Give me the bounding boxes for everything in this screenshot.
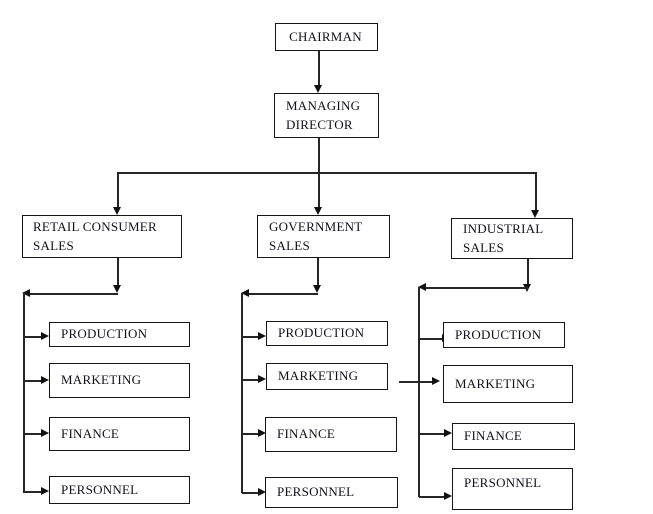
connector-retail-marketing-line: [24, 380, 42, 382]
arrowhead-industrial-personnel-icon: [444, 492, 452, 500]
arrowhead-government-stem-icon: [313, 285, 321, 293]
connector-md-to-splitter-line: [318, 138, 320, 173]
connector-government-finance-line: [242, 433, 258, 435]
connector-government-trunk-line: [241, 293, 243, 493]
node-retail-marketing: MARKETING: [49, 363, 190, 398]
arrowhead-government-marketing-icon: [258, 375, 266, 383]
arrowhead-into-government-icon: [314, 207, 322, 215]
arrowhead-retail-elbow-icon: [22, 289, 30, 297]
connector-retail-personnel-line: [24, 491, 42, 493]
node-industrial-finance: FINANCE: [452, 423, 575, 450]
connector-drop-industrial-line: [535, 172, 537, 210]
node-retail-production: PRODUCTION: [49, 322, 190, 347]
arrowhead-retail-stem-icon: [113, 285, 121, 293]
node-industrial-sales: INDUSTRIAL SALES: [451, 218, 573, 259]
arrowhead-government-finance-icon: [258, 429, 266, 437]
connector-government-elbow-line: [249, 293, 318, 295]
arrowhead-into-retail-icon: [113, 207, 121, 215]
connector-industrial-production-line: [419, 338, 442, 340]
connector-drop-retail-line: [117, 172, 119, 207]
node-retail-finance: FINANCE: [49, 417, 190, 451]
connector-drop-government-line: [318, 173, 320, 207]
node-industrial-production: PRODUCTION: [443, 322, 565, 348]
connector-retail-elbow-line: [30, 293, 118, 295]
connector-government-production-line: [242, 336, 258, 338]
arrowhead-industrial-finance-icon: [444, 429, 452, 437]
arrowhead-industrial-elbow-icon: [418, 283, 426, 291]
connector-retail-stem-line: [117, 258, 119, 285]
connector-industrial-elbow-line: [426, 287, 528, 289]
arrowhead-retail-marketing-icon: [41, 376, 49, 384]
node-industrial-marketing: MARKETING: [443, 365, 573, 403]
arrowhead-retail-production-icon: [41, 332, 49, 340]
arrowhead-government-production-icon: [258, 332, 266, 340]
node-chairman: CHAIRMAN: [275, 23, 378, 51]
arrowhead-retail-finance-icon: [41, 429, 49, 437]
node-managing-director: MANAGING DIRECTOR: [274, 93, 379, 138]
node-retail-personnel: PERSONNEL: [49, 476, 190, 504]
node-government-finance: FINANCE: [265, 417, 397, 452]
connector-retail-trunk-line: [23, 293, 25, 493]
connector-industrial-finance-line: [419, 433, 444, 435]
node-industrial-personnel: PERSONNEL: [452, 468, 573, 510]
connector-industrial-stem-line: [527, 259, 529, 285]
arrowhead-government-elbow-icon: [241, 289, 249, 297]
connector-retail-production-line: [24, 336, 42, 338]
node-retail-consumer-sales: RETAIL CONSUMER SALES: [22, 215, 182, 258]
arrowhead-industrial-marketing-icon: [432, 377, 440, 385]
arrowhead-into-md-icon: [314, 85, 322, 93]
connector-industrial-personnel-line: [419, 496, 444, 498]
node-government-personnel: PERSONNEL: [265, 477, 398, 508]
connector-government-personnel-line: [242, 492, 258, 494]
connector-industrial-trunk-line: [418, 287, 420, 497]
arrowhead-government-personnel-icon: [258, 488, 266, 496]
node-government-production: PRODUCTION: [266, 321, 388, 346]
connector-government-marketing-line: [242, 379, 258, 381]
arrowhead-into-industrial-icon: [531, 210, 539, 218]
node-government-marketing: MARKETING: [266, 363, 388, 390]
connector-government-stem-line: [317, 258, 319, 285]
node-government-sales: GOVERNMENT SALES: [257, 215, 390, 258]
arrowhead-retail-personnel-icon: [41, 487, 49, 495]
connector-retail-finance-line: [24, 433, 42, 435]
connector-chairman-to-md-line: [318, 51, 320, 85]
connector-industrial-marketing-line: [399, 381, 432, 383]
connector-splitter-line: [118, 172, 537, 174]
